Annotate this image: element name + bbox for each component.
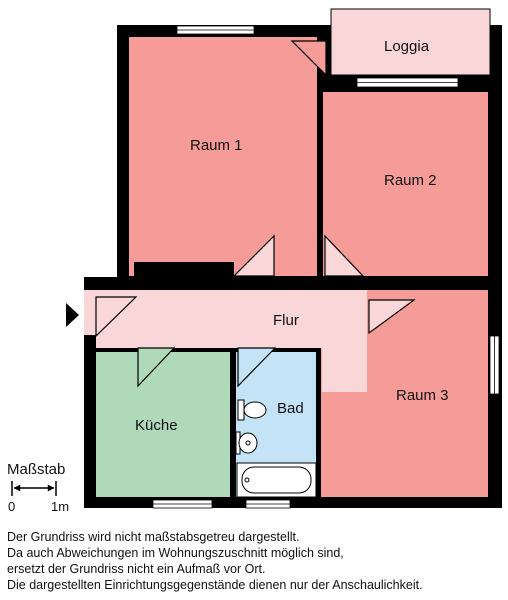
note-line: Der Grundriss wird nicht maßstabsgetreu … xyxy=(7,530,300,544)
room-loggia xyxy=(330,8,491,76)
door-flur-raum3 xyxy=(368,299,416,335)
entrance-arrow-icon xyxy=(66,303,79,327)
windows xyxy=(152,25,500,509)
label-kueche: Küche xyxy=(135,417,178,434)
door-raum1-loggia xyxy=(290,40,327,77)
bathtub-icon xyxy=(236,462,317,498)
note-line: Da auch Abweichungen im Wohnungszuschnit… xyxy=(7,546,344,560)
door-flur-bad xyxy=(237,347,277,388)
sink-icon xyxy=(235,431,258,455)
room-flur xyxy=(84,290,367,392)
door-flur-raum2 xyxy=(324,234,365,277)
room-kueche xyxy=(96,352,230,497)
toilet-icon xyxy=(237,399,267,421)
label-raum1: Raum 1 xyxy=(190,137,243,154)
scale-end: 1m xyxy=(51,499,69,514)
scale-bar xyxy=(11,481,57,496)
note-line: ersetzt der Grundriss nicht ein Aufmaß v… xyxy=(7,562,266,576)
note-line: Die dargestellten Einrichtungsgegenständ… xyxy=(7,578,423,592)
label-raum3: Raum 3 xyxy=(396,387,449,404)
label-bad: Bad xyxy=(277,400,304,417)
door-entrance xyxy=(95,296,138,338)
door-flur-raum1 xyxy=(232,234,275,277)
room-raum2 xyxy=(323,92,488,276)
door-flur-kueche xyxy=(137,347,176,388)
scale-title: Maßstab xyxy=(7,461,65,478)
label-loggia: Loggia xyxy=(384,38,430,55)
label-raum2: Raum 2 xyxy=(384,172,437,189)
room-raum1 xyxy=(129,37,317,276)
scale-start: 0 xyxy=(8,499,15,514)
label-flur: Flur xyxy=(273,312,299,329)
